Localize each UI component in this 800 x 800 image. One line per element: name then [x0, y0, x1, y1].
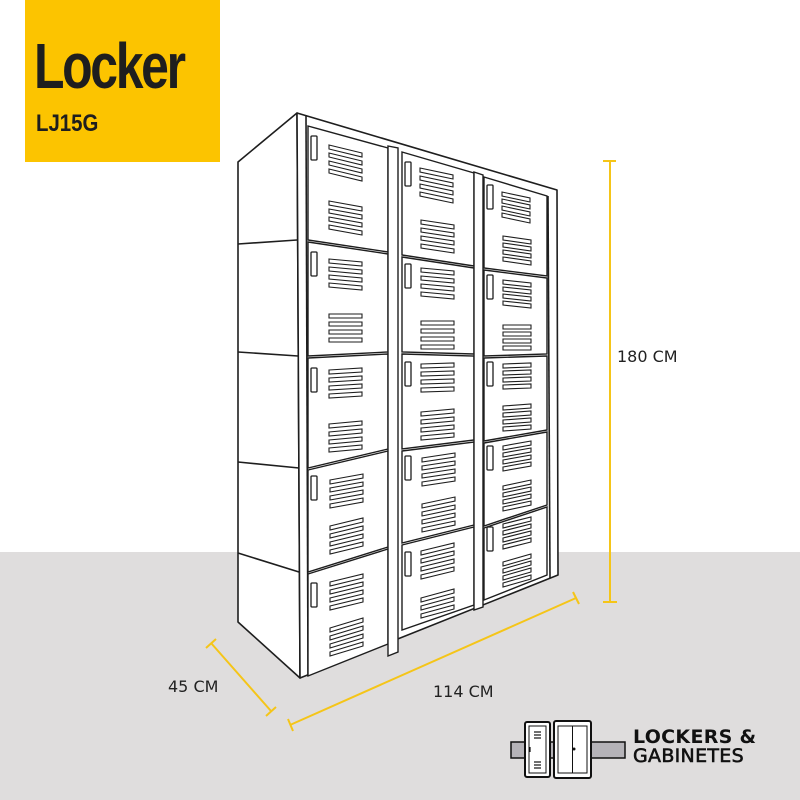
brand-logo-icon [510, 720, 626, 779]
width-dimension-label: 114 CM [433, 682, 494, 701]
brand-name-line-2: GABINETES [633, 745, 744, 767]
product-model: LJ15G [36, 110, 99, 137]
brand-logo: LOCKERS & GABINETES [508, 716, 788, 780]
door-handles [310, 135, 494, 608]
width-dimension-line [289, 597, 577, 726]
locker-side-panel [237, 112, 301, 679]
product-title: Locker [34, 30, 186, 102]
dimension-lines [205, 160, 617, 732]
locker-column-1 [307, 125, 399, 678]
depth-dimension-label: 45 CM [168, 677, 219, 696]
height-dimension-label: 180 CM [617, 347, 678, 366]
title-badge: Locker LJ15G [25, 0, 220, 162]
depth-dimension-line [210, 642, 272, 712]
brand-name-line-1: LOCKERS & [633, 726, 757, 748]
door-vents [328, 144, 532, 657]
